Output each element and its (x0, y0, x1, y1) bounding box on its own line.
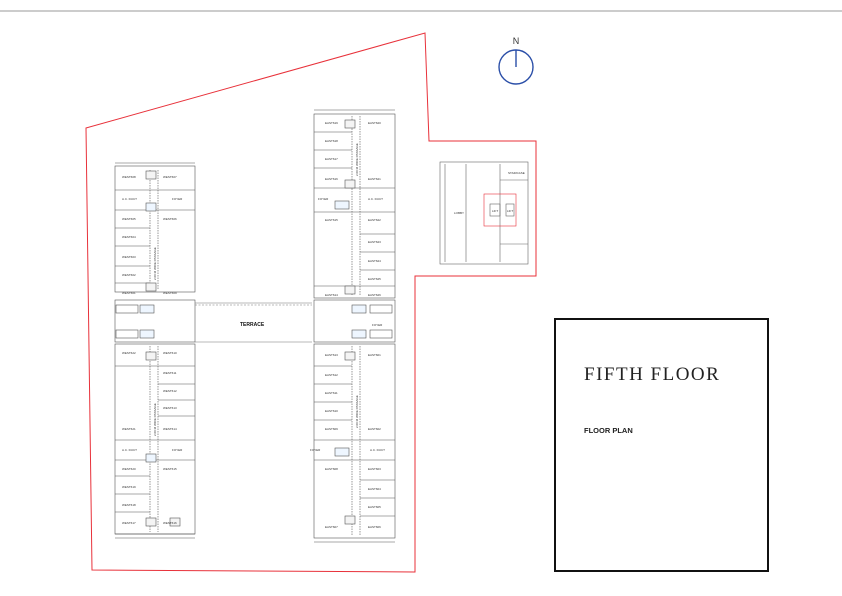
svg-text:LIFT: LIFT (507, 209, 513, 213)
east-wing (313, 109, 396, 543)
svg-text:WEST615: WEST615 (163, 467, 177, 471)
svg-text:WEST621: WEST621 (122, 427, 136, 431)
svg-text:FOYER: FOYER (318, 197, 329, 201)
svg-text:EAST616: EAST616 (325, 177, 338, 181)
svg-text:EAST622: EAST622 (368, 218, 381, 222)
svg-text:WEST622: WEST622 (122, 351, 136, 355)
svg-text:WEST616: WEST616 (163, 521, 177, 525)
svg-text:WEST617: WEST617 (122, 521, 136, 525)
svg-text:EAST626: EAST626 (368, 293, 381, 297)
north-label: N (512, 36, 520, 46)
floor-title: FIFTH FLOOR (584, 364, 721, 385)
svg-text:EAST613: EAST613 (325, 353, 338, 357)
svg-text:EAST607: EAST607 (325, 525, 338, 529)
svg-text:EAST614: EAST614 (325, 293, 338, 297)
svg-text:EAST612: EAST612 (325, 373, 338, 377)
svg-text:2.00 M WIDE PASSAGE: 2.00 M WIDE PASSAGE (355, 395, 359, 428)
svg-text:WEST604: WEST604 (122, 235, 136, 239)
svg-text:A.C. DUCT: A.C. DUCT (370, 448, 385, 452)
svg-text:WEST610: WEST610 (163, 351, 177, 355)
svg-text:WEST612: WEST612 (163, 389, 177, 393)
svg-text:EAST619: EAST619 (325, 121, 338, 125)
core-labels: LOBBY LIFT LIFT STAIRCASE (454, 171, 525, 215)
svg-text:WEST611: WEST611 (163, 371, 177, 375)
svg-text:WEST605: WEST605 (122, 217, 136, 221)
east-top-labels: EAST619 EAST620 EAST618 EAST617 EAST621 … (318, 121, 383, 297)
svg-text:EAST603: EAST603 (368, 467, 381, 471)
svg-text:WEST614: WEST614 (163, 427, 177, 431)
north-compass: N (496, 36, 536, 86)
svg-text:WEST619: WEST619 (122, 485, 136, 489)
svg-text:WEST606: WEST606 (163, 217, 177, 221)
svg-text:EAST610: EAST610 (325, 409, 338, 413)
terrace-label: TERRACE (240, 322, 265, 328)
svg-text:WEST602: WEST602 (122, 273, 136, 277)
svg-text:WEST603: WEST603 (122, 255, 136, 259)
svg-text:EAST601: EAST601 (368, 353, 381, 357)
site-boundary (85, 32, 537, 573)
svg-text:EAST604: EAST604 (368, 487, 381, 491)
svg-text:EAST625: EAST625 (368, 277, 381, 281)
compass-icon (498, 49, 534, 85)
svg-text:FOYER: FOYER (372, 323, 383, 327)
svg-text:EAST615: EAST615 (325, 218, 338, 222)
west-wing (114, 162, 196, 539)
svg-text:2.00 M WIDE PASSAGE: 2.00 M WIDE PASSAGE (153, 247, 157, 280)
core-block (439, 161, 529, 265)
title-block: FIFTH FLOOR FLOOR PLAN (554, 318, 769, 572)
svg-text:WEST601: WEST601 (122, 291, 136, 295)
terrace (195, 302, 312, 343)
svg-text:EAST608: EAST608 (325, 467, 338, 471)
svg-text:WEST618: WEST618 (122, 503, 136, 507)
svg-text:EAST617: EAST617 (325, 157, 338, 161)
svg-text:EAST624: EAST624 (368, 259, 381, 263)
svg-text:WEST609: WEST609 (163, 291, 177, 295)
svg-text:EAST602: EAST602 (368, 427, 381, 431)
west-bottom-labels: WEST622 WEST610 WEST611 WEST612 WEST613 … (122, 351, 183, 525)
svg-text:A.C. DUCT: A.C. DUCT (368, 197, 383, 201)
svg-text:A.C. DUCT: A.C. DUCT (122, 448, 137, 452)
svg-text:EAST611: EAST611 (325, 391, 338, 395)
floor-subtitle: FLOOR PLAN (584, 426, 633, 435)
svg-text:WEST608: WEST608 (122, 175, 136, 179)
svg-text:WEST613: WEST613 (163, 406, 177, 410)
svg-text:EAST621: EAST621 (368, 177, 381, 181)
svg-text:LOBBY: LOBBY (454, 211, 464, 215)
svg-text:FOYER: FOYER (310, 448, 321, 452)
svg-text:FOYER: FOYER (172, 197, 183, 201)
svg-text:EAST618: EAST618 (325, 139, 338, 143)
svg-text:2.00 M WIDE PASSAGE: 2.00 M WIDE PASSAGE (153, 403, 157, 436)
svg-text:FOYER: FOYER (172, 448, 183, 452)
svg-text:EAST609: EAST609 (325, 427, 338, 431)
svg-text:WEST607: WEST607 (163, 175, 177, 179)
svg-text:EAST620: EAST620 (368, 121, 381, 125)
svg-text:LIFT: LIFT (492, 209, 498, 213)
svg-text:A.C. DUCT: A.C. DUCT (122, 197, 137, 201)
passage-labels: 2.00 M WIDE PASSAGE 2.00 M WIDE PASSAGE … (153, 143, 359, 436)
svg-text:STAIRCASE: STAIRCASE (508, 171, 525, 175)
svg-text:2.00 M WIDE PASSAGE: 2.00 M WIDE PASSAGE (355, 143, 359, 176)
svg-text:EAST605: EAST605 (368, 505, 381, 509)
svg-text:EAST606: EAST606 (368, 525, 381, 529)
west-top-labels: WEST608 WEST607 A.C. DUCT FOYER WEST605 … (122, 175, 183, 295)
east-bottom-labels: FOYER EAST613 EAST601 EAST612 EAST611 EA… (310, 323, 385, 529)
svg-text:WEST620: WEST620 (122, 467, 136, 471)
svg-text:EAST623: EAST623 (368, 240, 381, 244)
